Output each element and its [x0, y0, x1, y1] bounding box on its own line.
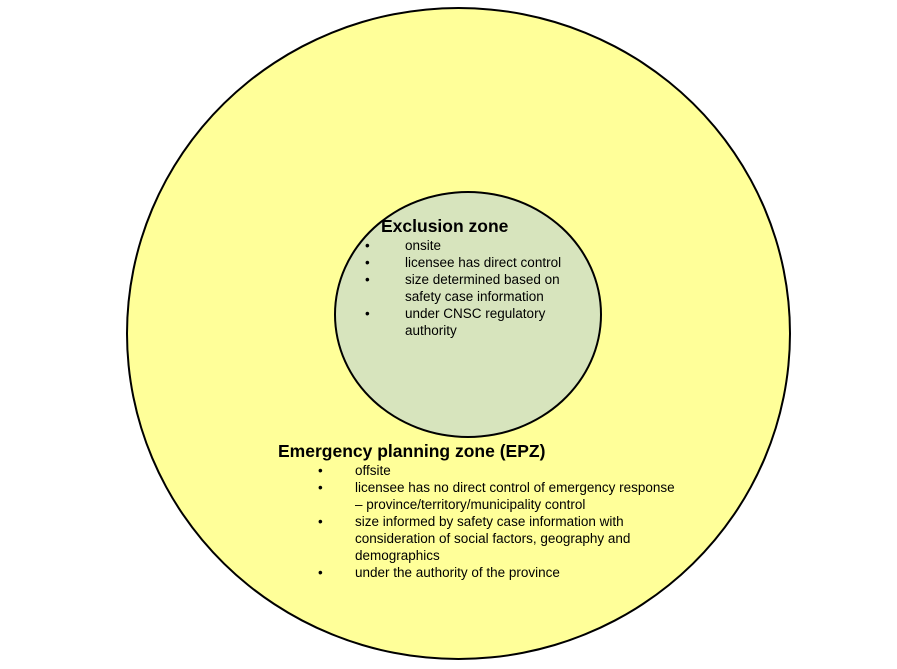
bullet-icon: •	[318, 463, 323, 478]
bullet-icon: •	[365, 272, 370, 287]
exclusion-zone-title: Exclusion zone	[381, 216, 509, 236]
exclusion-zone-label: Exclusion zone •onsite •licensee has dir…	[365, 215, 590, 339]
bullet-icon: •	[318, 565, 323, 580]
bullet-icon: •	[365, 238, 370, 253]
epz-title: Emergency planning zone (EPZ)	[278, 441, 546, 461]
epz-label: Emergency planning zone (EPZ) •offsite •…	[278, 440, 678, 581]
epz-item: •offsite	[318, 463, 391, 478]
bullet-icon: •	[318, 480, 323, 495]
epz-item: •licensee has no direct control of emerg…	[318, 480, 675, 512]
exclusion-zone-item: •licensee has direct control	[365, 255, 562, 270]
exclusion-zone-circle	[334, 191, 602, 438]
epz-item: •under the authority of the province	[318, 565, 560, 580]
epz-item: •size informed by safety case informatio…	[318, 514, 631, 563]
bullet-icon: •	[318, 514, 323, 529]
exclusion-zone-item: •under CNSC regulatory authority	[365, 306, 546, 338]
exclusion-zone-list: •onsite •licensee has direct control •si…	[365, 237, 590, 339]
bullet-icon: •	[365, 255, 370, 270]
exclusion-zone-item: •onsite	[365, 238, 442, 253]
exclusion-zone-item: •size determined based on safety case in…	[365, 272, 560, 304]
bullet-icon: •	[365, 306, 370, 321]
epz-list: •offsite •licensee has no direct control…	[318, 462, 678, 581]
